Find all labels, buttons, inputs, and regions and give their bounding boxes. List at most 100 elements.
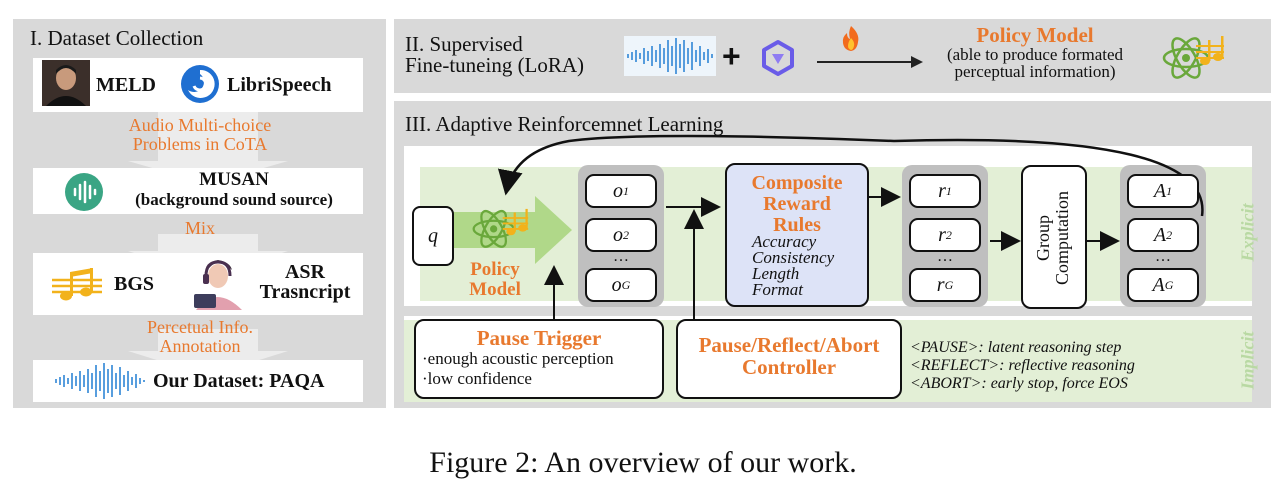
sft-arrow [817, 56, 923, 68]
step3-label: Percetual Info. Annotation [110, 318, 290, 356]
qwen-logo-icon [758, 38, 798, 78]
query-box: q [412, 206, 454, 266]
fire-icon [838, 24, 864, 52]
token-reflect: <REFLECT>: reflective reasoning [910, 357, 1135, 374]
asr-subtitle: Trasncript [259, 281, 351, 303]
output-2-base: o [613, 223, 623, 246]
asr-title: ASR [284, 261, 325, 283]
rule-format: Format [752, 280, 803, 299]
controller-line2: Controller [741, 355, 837, 379]
advantage-2-sub: 2 [1166, 227, 1173, 242]
advantage-1-sub: 1 [1166, 183, 1173, 198]
sft-panel [394, 19, 1271, 93]
connectors [497, 134, 1204, 319]
output-1-sub: 1 [623, 183, 629, 198]
bgs-label: BGS [114, 273, 155, 295]
person-headphones-icon [186, 254, 246, 310]
policy-model-desc: Policy Model (able to produce formated p… [930, 24, 1140, 80]
policy-model-line2: Model [469, 279, 521, 300]
controller-line1: Pause/Reflect/Abort [698, 333, 880, 357]
musan-label: MUSAN (background sound source) [110, 170, 358, 210]
composite-title-line3: Rules [773, 214, 821, 236]
musan-subtitle: (background sound source) [135, 190, 333, 209]
musan-icon [64, 172, 104, 212]
composite-title-line1: Composite [751, 172, 843, 194]
reward-1-sub: 1 [945, 183, 952, 198]
policy-model-line1: Policy [470, 259, 520, 280]
mix-label: Mix [184, 218, 215, 238]
group-line1: Group [1033, 215, 1053, 261]
advantage-2-base: A [1153, 223, 1167, 246]
policy-desc-line1: (able to produce formated [946, 45, 1124, 64]
meld-label: MELD [96, 74, 156, 96]
composite-reward-box [725, 163, 869, 307]
advantage-g-sub: G [1164, 277, 1174, 292]
asr-label: ASR Trasncript [250, 262, 360, 302]
group-computation-label: Group Computation [1033, 173, 1072, 303]
step3-line2: Annotation [159, 336, 241, 356]
section2-title: II. Supervised Fine-tuneing (LoRA) [405, 34, 584, 76]
figure-caption: Figure 2: An overview of our work. [429, 446, 857, 479]
token-abort: <ABORT>: early stop, force EOS [910, 375, 1128, 392]
dataset-label: Our Dataset: PAQA [153, 370, 325, 392]
rule-length: Length [752, 264, 800, 283]
reward-1-base: r [938, 179, 946, 202]
section1-title: I. Dataset Collection [30, 26, 204, 50]
section3-title: III. Adaptive Reinforcemnet Learning [405, 112, 724, 136]
policy-model-title: Policy Model [976, 23, 1094, 47]
atom-notes-icon [470, 205, 530, 251]
composite-title: Composite Reward Rules [727, 173, 867, 236]
music-notes-icon [50, 266, 104, 304]
pause-trigger-item-2: ·low confidence [422, 369, 532, 388]
policy-desc-line2: perceptual information) [954, 62, 1116, 81]
pause-trigger-items: ·enough acoustic perception ·low confide… [422, 349, 614, 389]
reward-2-base: r [938, 223, 946, 246]
group-line2: Computation [1052, 191, 1072, 285]
composite-title-line2: Reward [763, 193, 831, 215]
token-pause: <PAUSE>: latent reasoning step [910, 339, 1122, 356]
step1-line2: Problems in CoTA [132, 134, 268, 154]
policy-model-label: Policy Model [450, 260, 540, 300]
rule-consistency: Consistency [752, 248, 835, 267]
group-computation-box [1021, 165, 1087, 309]
pause-trigger-title: Pause Trigger [476, 326, 602, 350]
librispeech-label: LibriSpeech [227, 74, 332, 96]
step3-line1: Percetual Info. [147, 317, 253, 337]
output-g-sub: G [621, 277, 631, 292]
output-1-base: o [613, 179, 623, 202]
section2-title-line1: II. Supervised [405, 32, 523, 56]
step1-line1: Audio Multi-choice [128, 115, 272, 135]
section2-title-line2: Fine-tuneing (LoRA) [405, 53, 585, 77]
plus-sign: + [722, 38, 741, 74]
atom-notes-icon [1160, 32, 1226, 82]
musan-title: MUSAN [199, 169, 269, 190]
librispeech-logo-icon [180, 64, 220, 104]
output-g-base: o [611, 273, 622, 296]
output-ellipsis: … [613, 248, 629, 265]
output-2-sub: 2 [623, 227, 629, 242]
waveform-icon [624, 36, 716, 76]
controller-box [676, 319, 902, 399]
pause-trigger-box [414, 319, 664, 399]
pause-trigger-item-1: ·enough acoustic perception [422, 349, 614, 368]
token-descriptions: <PAUSE>: latent reasoning step <REFLECT>… [910, 339, 1135, 393]
rule-accuracy: Accuracy [752, 232, 817, 251]
advantage-g-base: A [1152, 273, 1165, 296]
composite-rules: Accuracy Consistency Length Format [752, 232, 835, 299]
controller-label: Pause/Reflect/Abort Controller [678, 334, 900, 378]
step1-label: Audio Multi-choice Problems in CoTA [95, 116, 305, 154]
advantage-ellipsis: … [1155, 248, 1171, 265]
person-photo-icon [42, 60, 90, 106]
reward-ellipsis: … [937, 248, 953, 265]
waveform-icon [52, 361, 148, 401]
reward-g-base: r [936, 273, 945, 296]
